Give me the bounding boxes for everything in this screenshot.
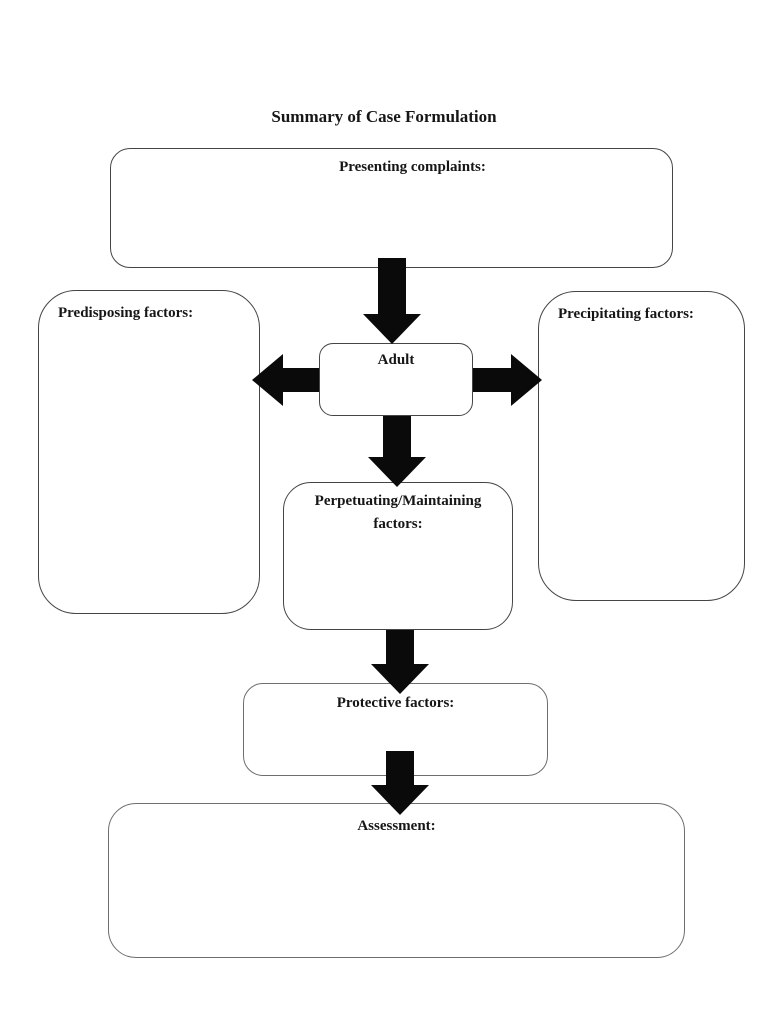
node-presenting-complaints-label: Presenting complaints: (339, 159, 486, 175)
node-perpetuating-maintaining-factors: Perpetuating/Maintaining factors: (283, 482, 513, 630)
node-assessment: Assessment: (108, 803, 685, 958)
node-adult-label: Adult (377, 352, 415, 368)
node-protective-factors-label: Protective factors: (336, 695, 455, 711)
node-predisposing-factors-label: Predisposing factors: (58, 305, 194, 321)
node-presenting-complaints: Presenting complaints: (110, 148, 673, 268)
page-title: Summary of Case Formulation (271, 107, 497, 126)
arrow-right-adult-to-precipitating-icon (473, 354, 542, 406)
node-assessment-label: Assessment: (357, 818, 436, 834)
node-perpetuating-maintaining-factors-label: Perpetuating/Maintaining factors: (314, 493, 482, 532)
node-adult: Adult (319, 343, 473, 416)
arrow-down-protective-to-assessment-icon (371, 751, 429, 815)
node-precipitating-factors-label: Precipitating factors: (558, 306, 694, 322)
arrow-left-adult-to-predisposing-icon (252, 354, 319, 406)
arrow-down-adult-to-perpetuating-icon (368, 416, 426, 487)
arrow-down-perpetuating-to-protective-icon (371, 630, 429, 694)
arrow-down-presenting-to-adult-icon (363, 258, 421, 344)
node-precipitating-factors: Precipitating factors: (538, 291, 745, 601)
node-predisposing-factors: Predisposing factors: (38, 290, 260, 614)
